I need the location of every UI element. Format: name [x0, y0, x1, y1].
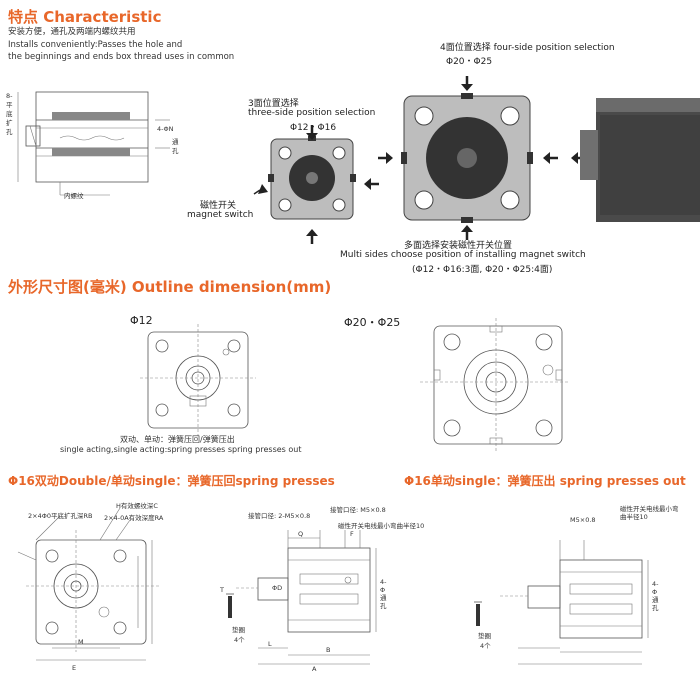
phi16-double-title: Φ16双动Double/单动single：弹簧压回spring presses — [8, 474, 335, 488]
washer-count: 4个 — [234, 636, 245, 644]
washer-label-2: 垫圈 — [478, 632, 491, 640]
switch-note-label: 磁性开关电线最小弯曲半径10 — [338, 522, 425, 530]
counterbore-rb-label: 2×4Φ0平底扩孔深RB — [28, 512, 93, 520]
letter-m: M — [78, 638, 84, 646]
through-hole-label-2: 通孔 — [172, 138, 179, 155]
letter-t: T — [220, 586, 224, 594]
magnet-switch-en: magnet switch — [187, 210, 254, 220]
h-thread-label: H有效螺纹深C — [116, 502, 158, 510]
letter-f: F — [350, 530, 354, 538]
phi20-25-label: Φ20・Φ25 — [344, 316, 401, 329]
multi-sides-en: Multi sides choose position of installin… — [340, 250, 586, 260]
multi-sides-cn: 多面选择安装磁性开关位置 — [404, 241, 513, 251]
characteristic-desc-en-1: Installs conveniently:Passes the hole an… — [8, 40, 183, 50]
characteristic-desc-en-2: the beginnings and ends box thread uses … — [8, 52, 235, 62]
through-hole-label-right: 4-Φ通孔 — [652, 580, 659, 612]
three-side-cn: 3面位置选择 — [248, 99, 299, 109]
letter-l: L — [268, 640, 272, 648]
letter-a: A — [312, 665, 317, 673]
port-label-2: 接管口径: M5×0.8 — [330, 506, 386, 514]
characteristic-desc-cn: 安装方便，通孔及两端内螺纹共用 — [8, 27, 136, 37]
four-side-label: 4面位置选择 four-side position selection — [440, 43, 615, 53]
port-label-3: M5×0.8 — [570, 516, 596, 524]
multi-sides-note: (Φ12・Φ16:3面, Φ20・Φ25:4面) — [412, 265, 553, 275]
four-side-sizes: Φ20・Φ25 — [446, 57, 493, 67]
magnet-switch-cn: 磁性开关 — [200, 201, 237, 211]
washer-label: 垫圈 — [232, 626, 245, 634]
three-side-en: three-side position selection — [248, 108, 376, 118]
port-label-1: 接管口径: 2-M5×0.8 — [248, 512, 311, 520]
inner-thread-label: 内螺纹 — [64, 192, 84, 200]
phi12-label: Φ12 — [130, 314, 153, 327]
letter-q: Q — [298, 530, 304, 538]
phi16-single-title: Φ16单动single：弹簧压出 spring presses out — [404, 474, 686, 488]
letter-d: ΦD — [272, 584, 283, 592]
washer-count-2: 4个 — [480, 642, 491, 650]
through-hole-label: 4-ΦN — [157, 125, 174, 133]
letter-e: E — [72, 664, 77, 672]
outline-caption-cn: 双动、单动：弹簧压回/弹簧压出 — [120, 435, 235, 444]
through-hole-label-mid: 4-Φ通孔 — [380, 578, 387, 610]
thread-ra-label: 2×4-0A有效深度RA — [104, 514, 164, 522]
switch-right-label: 磁性开关电线最小弯曲半径10 — [620, 505, 679, 521]
letter-b: B — [326, 646, 331, 654]
characteristic-title: 特点 Characteristic — [8, 8, 162, 26]
outline-title: 外形尺寸图(毫米) Outline dimension(mm) — [8, 278, 332, 296]
counterbore-label: 8-平底扩孔 — [6, 92, 13, 136]
outline-caption-en: single acting,single acting:spring press… — [60, 445, 302, 454]
